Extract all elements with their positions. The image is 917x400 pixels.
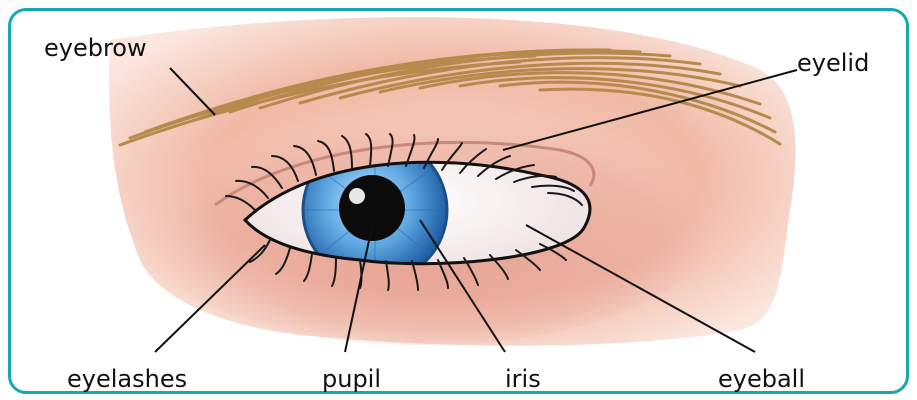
pupil-highlight (349, 188, 365, 204)
eyelid-label: eyelid (797, 49, 869, 77)
eyelashes-label: eyelashes (67, 365, 187, 393)
eyeball-label: eyeball (718, 365, 805, 393)
pupil-label: pupil (322, 365, 381, 393)
iris-label: iris (505, 365, 541, 393)
eyebrow-label: eyebrow (44, 34, 147, 62)
